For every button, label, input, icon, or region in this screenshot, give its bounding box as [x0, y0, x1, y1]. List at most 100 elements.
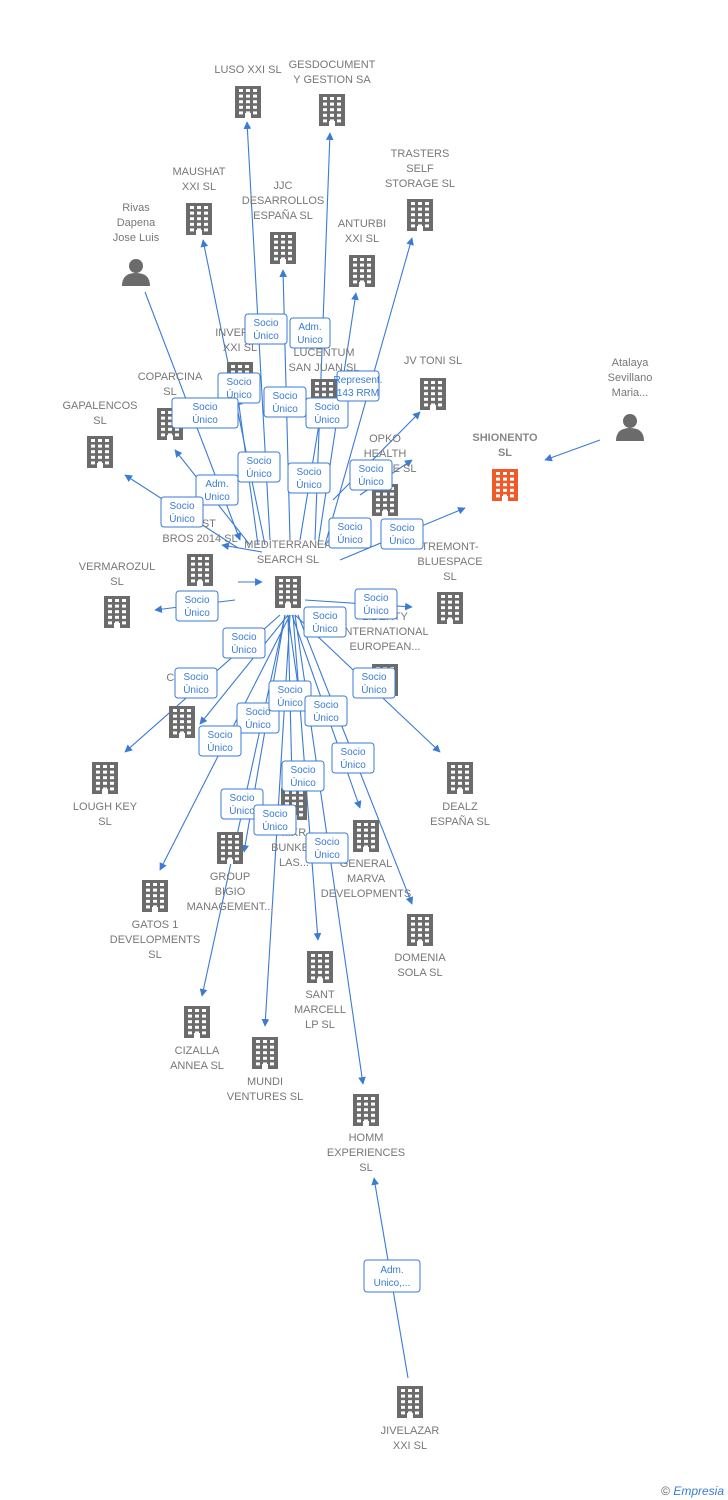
node-label: DEALZ — [442, 801, 478, 813]
edge-line — [332, 411, 421, 501]
edge-label-text: Único — [314, 848, 340, 861]
node-label: JIVELAZAR — [381, 1425, 440, 1437]
edge-label-text: Socio — [363, 593, 388, 604]
edge-label-text: 143 RRM — [337, 388, 379, 399]
building-icon — [353, 820, 379, 852]
node-luso[interactable]: LUSO XXI SL — [214, 64, 282, 118]
building-icon — [252, 1037, 278, 1069]
node-label: SEARCH SL — [257, 554, 319, 566]
edge-label-text: Socio — [245, 707, 270, 718]
node-label: DEVELOPMENTS — [321, 888, 411, 900]
node-label: XXI SL — [393, 1440, 427, 1452]
edge-label-text: Único — [183, 683, 209, 696]
node-label: Rivas — [122, 202, 150, 214]
brand-logo[interactable]: Empresia — [673, 1484, 724, 1498]
building-icon — [492, 469, 518, 501]
edge-label-text: Socio — [229, 793, 254, 804]
edge-label-text: Único — [363, 604, 389, 617]
building-icon — [407, 199, 433, 231]
node-label: SL — [98, 816, 111, 828]
edge-label-text: Único — [246, 467, 272, 480]
building-icon — [187, 554, 213, 586]
node-atalaya[interactable]: AtalayaSevillanoMaria... — [608, 357, 653, 441]
edge-label-text: Unico — [204, 492, 230, 503]
edge-label[interactable]: Adm.Unico,... — [363, 1259, 421, 1293]
node-label: SELF — [406, 163, 434, 175]
building-icon — [397, 1386, 423, 1418]
edge-label[interactable]: Adm. Unico — [195, 474, 239, 506]
node-label: TREMONT- — [421, 541, 479, 553]
edge-label-text: Único — [389, 534, 415, 547]
building-icon — [319, 94, 345, 126]
node-label: ANNEA SL — [170, 1060, 224, 1072]
node-label: MANAGEMENT... — [187, 901, 274, 913]
edge-label-text: Adm. — [205, 479, 228, 490]
node-group[interactable]: GROUPBIGIOMANAGEMENT... — [187, 832, 274, 913]
edge-label-text: Único — [313, 711, 339, 724]
node-label: LUCENTUM — [293, 347, 354, 359]
node-label: XXI SL — [345, 233, 379, 245]
edge-label-text: Socio — [314, 402, 339, 413]
edge-label-text: Socio — [361, 672, 386, 683]
node-label: SL — [498, 447, 512, 459]
edge-label[interactable]: Adm.Unico — [289, 317, 331, 349]
building-icon — [420, 378, 446, 410]
node-jvtoni[interactable]: JV TONI SL — [404, 355, 462, 410]
node-jivelazar[interactable]: JIVELAZAR XXI SL — [381, 1386, 440, 1452]
node-westbros[interactable]: WESTBROS 2014 SL — [162, 518, 238, 586]
building-icon — [92, 762, 118, 794]
footer-credit: © Empresia — [661, 1484, 724, 1498]
building-icon — [407, 914, 433, 946]
building-icon — [270, 232, 296, 264]
node-label: SL — [148, 949, 161, 961]
node-label: LAS... — [279, 857, 309, 869]
edge-label[interactable]: Represent.143 RRM — [334, 370, 383, 402]
